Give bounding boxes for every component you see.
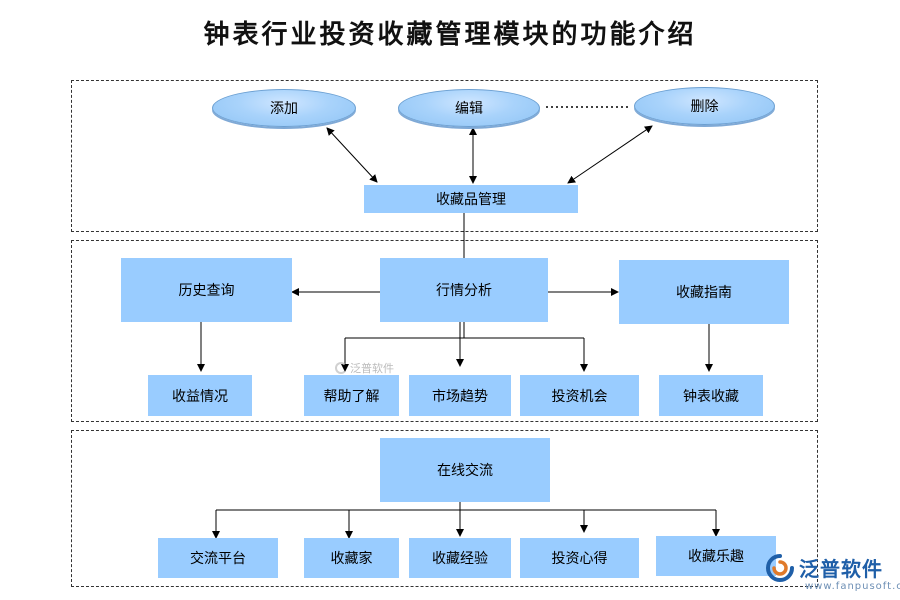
node-add: 添加 <box>212 89 356 127</box>
node-help: 帮助了解 <box>304 375 399 416</box>
node-income: 收益情况 <box>148 375 252 416</box>
page-title: 钟表行业投资收藏管理模块的功能介绍 <box>203 20 697 50</box>
watermark-logo-icon <box>335 362 347 374</box>
node-delete: 删除 <box>634 87 775 125</box>
node-exchange-platform: 交流平台 <box>158 538 278 578</box>
node-watch-collect: 钟表收藏 <box>659 375 763 416</box>
panel-online-exchange <box>71 430 818 587</box>
node-collection-experience: 收藏经验 <box>409 538 511 578</box>
node-opportunity: 投资机会 <box>520 375 639 416</box>
node-history-query: 历史查询 <box>121 258 292 322</box>
brand-name: 泛普软件 <box>799 557 883 581</box>
watermark: 泛普软件 <box>335 360 394 376</box>
node-online-exchange: 在线交流 <box>380 438 550 502</box>
brand-url: www.fanpusoft.com <box>805 581 900 592</box>
node-collector: 收藏家 <box>304 538 399 578</box>
node-collection-guide: 收藏指南 <box>619 260 789 324</box>
panel-market-analysis <box>71 240 818 422</box>
node-investment-insight: 投资心得 <box>520 538 639 578</box>
brand-logo: 泛普软件 www.fanpusoft.com <box>765 549 900 597</box>
node-collection-management: 收藏品管理 <box>364 185 578 213</box>
brand-swirl-icon <box>766 554 794 582</box>
watermark-text: 泛普软件 <box>350 362 394 375</box>
node-market-analysis: 行情分析 <box>380 258 548 322</box>
node-edit: 编辑 <box>398 89 540 127</box>
panel-collection-management <box>71 80 818 232</box>
node-market-trend: 市场趋势 <box>409 375 511 416</box>
node-collection-fun: 收藏乐趣 <box>656 536 776 576</box>
